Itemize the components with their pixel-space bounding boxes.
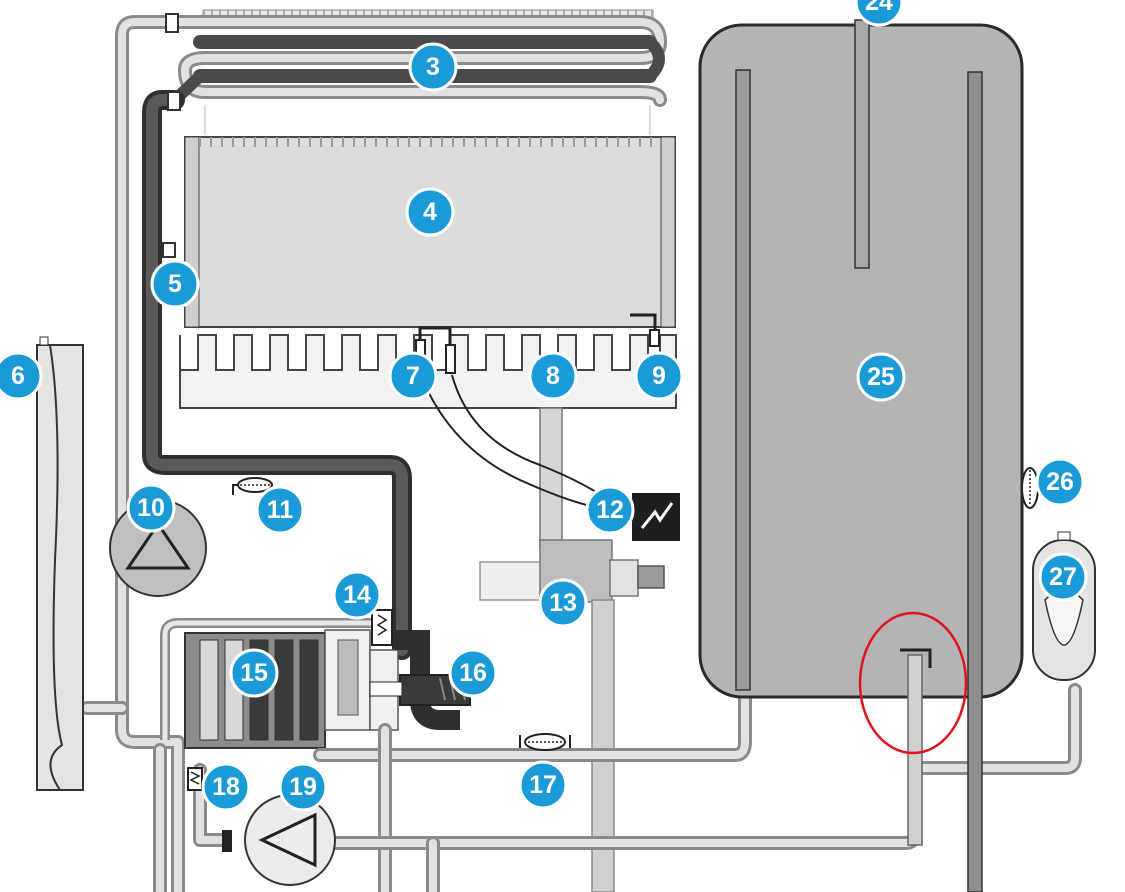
label-19: 19 (280, 764, 326, 810)
temperature-sensor-17 (520, 734, 570, 750)
label-16: 16 (450, 650, 496, 696)
label-25-text: 25 (867, 363, 895, 391)
label-9-text: 9 (652, 362, 666, 390)
label-6: 6 (0, 353, 41, 399)
label-4: 4 (407, 189, 453, 235)
label-26-text: 26 (1046, 468, 1074, 496)
label-27-text: 27 (1049, 563, 1077, 591)
storage-tank (700, 20, 1022, 892)
label-7: 7 (390, 353, 436, 399)
label-13-text: 13 (549, 589, 577, 617)
check-valve (188, 768, 202, 790)
label-6-text: 6 (11, 362, 25, 390)
label-3: 3 (410, 44, 456, 90)
label-24-text: 24 (865, 0, 893, 16)
label-26: 26 (1037, 459, 1083, 505)
label-12: 12 (587, 487, 633, 533)
tank-sensor (1022, 468, 1038, 508)
ignition-transformer (632, 493, 680, 541)
label-10-text: 10 (137, 494, 165, 522)
label-19-text: 19 (289, 773, 317, 801)
label-9: 9 (636, 353, 682, 399)
label-15: 15 (231, 650, 277, 696)
label-7-text: 7 (406, 362, 420, 390)
label-11-text: 11 (267, 496, 294, 524)
dhw-pump (222, 795, 335, 885)
label-18: 18 (203, 764, 249, 810)
label-3-text: 3 (426, 53, 440, 81)
label-25: 25 (858, 354, 904, 400)
label-4-text: 4 (423, 198, 437, 226)
label-16-text: 16 (459, 659, 487, 687)
label-14-text: 14 (343, 581, 371, 609)
label-27: 27 (1040, 554, 1086, 600)
label-12-text: 12 (596, 496, 624, 524)
label-18-text: 18 (212, 773, 240, 801)
plate-heat-exchanger (165, 623, 398, 748)
label-14: 14 (334, 572, 380, 618)
label-10: 10 (128, 485, 174, 531)
label-17: 17 (520, 762, 566, 808)
label-15-text: 15 (240, 659, 268, 687)
label-5: 5 (152, 261, 198, 307)
expansion-vessel (37, 337, 83, 790)
label-8-text: 8 (546, 362, 560, 390)
label-11: 11 (257, 487, 303, 533)
label-8: 8 (530, 353, 576, 399)
safety-valve (372, 610, 392, 645)
label-17-text: 17 (529, 771, 557, 799)
label-5-text: 5 (168, 270, 182, 298)
label-13: 13 (540, 580, 586, 626)
exchanger-fins (205, 105, 650, 135)
